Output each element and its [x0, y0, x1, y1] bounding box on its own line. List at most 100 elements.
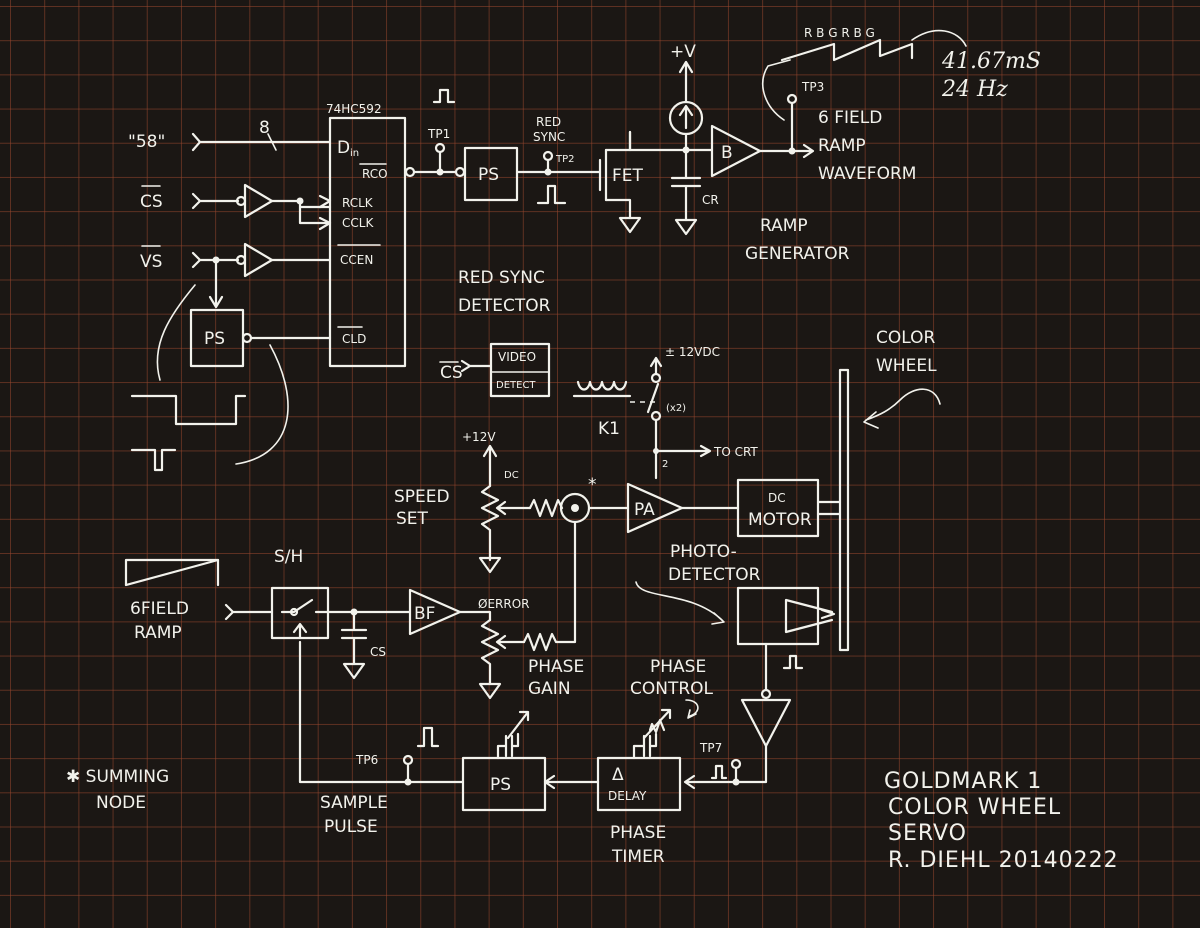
- phase-gain-pot-icon: [480, 618, 500, 686]
- speed-resistor-icon: [528, 498, 564, 518]
- counter-chip: 74HC592 D in RCO RCLK CCLK CCEN CLD: [318, 88, 456, 368]
- cs-buffer-icon: [243, 183, 274, 219]
- waveform-pointer-curve: [762, 59, 791, 121]
- plus-12v-arrow: [482, 444, 498, 488]
- phase-delay-box: [596, 756, 682, 812]
- ramp-frequency-label: 24 Hz: [941, 77, 1008, 102]
- ramp-output-arrow: [790, 143, 815, 159]
- sh-switch-pivot: [289, 607, 299, 617]
- dc-motor-label-1: DC: [768, 491, 786, 505]
- summing-note-line-2: NODE: [96, 793, 146, 813]
- photodetector-pointer: [635, 581, 725, 625]
- sh-control-arrow: [292, 622, 308, 640]
- cs-inverter-bubble: [235, 195, 247, 207]
- buffer-amp-icon: [408, 588, 462, 636]
- tp6-label: TP6: [355, 753, 378, 767]
- gain-resistor-icon: [522, 632, 577, 652]
- vs-inverter-bubble: [235, 254, 247, 266]
- relay-supply-arrow: [649, 356, 663, 375]
- sample-pulse-shaper-box: [461, 756, 547, 812]
- fet-gate-icon: [598, 148, 608, 202]
- sample-hold-label: S/H: [274, 547, 303, 567]
- ramp-node-wires: [628, 130, 714, 180]
- chip-pin-overbars: [337, 163, 387, 328]
- ramp-output-title-1: 6 FIELD: [818, 108, 882, 128]
- phase-control-pointer: [685, 699, 699, 719]
- phase-timer-label-1: PHASE: [610, 823, 666, 843]
- red-sync-label-1: RED: [536, 115, 561, 129]
- cs-input-wire: [191, 192, 240, 210]
- photodetector-light-arrow: [820, 608, 836, 620]
- speed-set-label-2: SET: [396, 509, 429, 529]
- speed-pot-ground-icon: [478, 556, 502, 574]
- vs-buffer-icon: [243, 242, 274, 278]
- red-sync-pulse-shaper-box: [463, 146, 519, 202]
- sample-hold-switch-icon: [280, 598, 330, 614]
- bus-slash-icon: [267, 133, 277, 151]
- ramp-output-title-2: RAMP: [818, 136, 866, 156]
- relay-k1-label: K1: [598, 419, 620, 439]
- red-sync-label-2: SYNC: [533, 130, 565, 144]
- phase-gain-label-1: PHASE: [528, 657, 584, 677]
- tp3-label: TP3: [801, 80, 824, 94]
- ramp-input-waveform: [124, 558, 220, 587]
- sample-pulse-icon: [416, 726, 440, 748]
- supply-arrow: [678, 60, 694, 104]
- power-amp-label: PA: [634, 500, 655, 520]
- summing-node-dot: [571, 504, 579, 512]
- dc-motor-box: [736, 478, 820, 538]
- cs-junction-dot: [296, 197, 304, 205]
- ps-output-bubble: [241, 332, 253, 344]
- chip-74hc592-box: [328, 116, 407, 368]
- video-detect-label-2: DETECT: [496, 380, 536, 391]
- relay-contact-bottom-icon: [650, 410, 662, 422]
- tp7-testpoint-icon: [730, 758, 742, 770]
- phase-error-label: ØERROR: [478, 597, 530, 611]
- waveform-extent-curve: [911, 29, 967, 47]
- title-line-1: GOLDMARK 1: [884, 769, 1042, 794]
- ps-timing-capacitor-icon: [496, 732, 520, 760]
- chip-pin-din-sub: in: [350, 148, 359, 159]
- ramp-ground-icon: [674, 218, 698, 236]
- plus-12v-label: +12V: [462, 430, 496, 444]
- rco-pulse-icon: [432, 88, 456, 104]
- red-sync-detector-title-1: RED SYNC: [458, 268, 545, 288]
- cs-input-label: CS: [140, 192, 163, 212]
- ps-arrow-curve: [235, 344, 289, 465]
- chip-clock-markers: [318, 194, 332, 231]
- rco-bubble: [404, 166, 416, 178]
- ramp-capacitor-icon: [670, 176, 702, 222]
- bus-width-label: 8: [259, 118, 270, 138]
- vs-waveform-icon: [130, 394, 247, 426]
- relay-contact-top-icon: [650, 372, 662, 384]
- video-detect-box: [489, 342, 551, 398]
- schmitt-to-delay-wire: [684, 744, 768, 784]
- ramp-input-slope: [124, 558, 220, 587]
- phase-gain-label-2: GAIN: [528, 679, 571, 699]
- buffer-amp-label: BF: [414, 604, 435, 624]
- speed-set-label-1: SPEED: [394, 487, 450, 507]
- code-58-label: "58": [128, 132, 165, 152]
- sample-pulse-feedback-wire: [298, 640, 465, 784]
- ramp-generator-title-1: RAMP: [760, 216, 808, 236]
- tp2-testpoint-icon: [542, 150, 554, 162]
- delay-to-ps-arrow: [543, 774, 600, 790]
- color-wheel-icon: [838, 368, 850, 652]
- ramp-node-dot: [682, 146, 690, 154]
- phase-control-label-2: CONTROL: [630, 679, 714, 699]
- ramp-generator-title-2: GENERATOR: [745, 244, 850, 264]
- chip-pin-cld: CLD: [342, 332, 366, 346]
- ramp-generator: +V CR B TP3 R B G R B G 41.67mS 24 Hz 6 …: [628, 26, 1041, 264]
- gain-wiper-wire: [495, 634, 526, 650]
- schmitt-input-bubble: [760, 688, 772, 700]
- delay-trim-arrow: [642, 708, 672, 740]
- to-crt-label: TO CRT: [713, 445, 758, 459]
- color-wheel-label-1: COLOR: [876, 328, 935, 348]
- relay-switch-arm-icon: [646, 382, 660, 414]
- hold-cap-ground-icon: [342, 662, 366, 680]
- phase-loop: 6FIELD RAMP S/H CS BF ØERROR PHASE GAIN …: [124, 547, 714, 867]
- ramp-input-wire: [224, 603, 274, 621]
- ramp-buffer-label: B: [721, 143, 733, 163]
